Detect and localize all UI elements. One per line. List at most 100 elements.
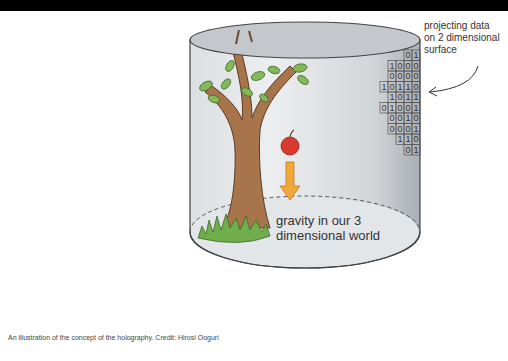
binary-digit-slot: 0 (396, 92, 404, 103)
binary-digit: 1 (388, 61, 396, 72)
note-label: projecting data on 2 dimensional surface (424, 20, 502, 56)
binary-digit-slot: 0 (412, 82, 420, 93)
binary-grid (380, 50, 420, 155)
binary-digit: 0 (412, 61, 420, 72)
binary-digit-slot: 0 (412, 71, 420, 82)
apple-stem (290, 130, 294, 137)
grid-cell (388, 92, 396, 103)
pointer-arrowhead (429, 87, 437, 96)
binary-digit-slot: 0 (396, 71, 404, 82)
grid-cell (404, 61, 412, 72)
binary-digit: 1 (412, 50, 420, 61)
caption-slot: An illustration of the concept of the ho… (8, 333, 408, 342)
binary-digit-slot: 0 (388, 113, 396, 124)
binary-digit: 1 (412, 124, 420, 135)
binary-digit-slot: 1 (396, 134, 404, 145)
grid-cell (388, 61, 396, 72)
gravity-arrow (280, 162, 300, 200)
grid-cell (404, 50, 412, 61)
binary-digit-slot: 0 (388, 124, 396, 135)
binary-digit: 1 (404, 134, 412, 145)
binary-digit-slot: 0 (388, 82, 396, 93)
binary-digit: 0 (396, 61, 404, 72)
cylinder-side (190, 40, 420, 268)
binary-digit-slot: 1 (404, 92, 412, 103)
grid-cell (396, 71, 404, 82)
binary-digit-slot: 0 (404, 50, 412, 61)
grid-cell (412, 50, 420, 61)
binary-digit-slot: 0 (404, 71, 412, 82)
binary-digit: 0 (380, 103, 388, 114)
scene-label: gravity in our 3 dimensional world (276, 213, 386, 243)
grid-cell (396, 124, 404, 135)
binary-digit-slot: 1 (412, 92, 420, 103)
grid-cell (388, 103, 396, 114)
binary-digit: 1 (388, 103, 396, 114)
note-label-slot: projecting data on 2 dimensional surface (424, 20, 502, 56)
grid-cell (412, 82, 420, 93)
binary-digit: 0 (396, 124, 404, 135)
grid-cell (396, 61, 404, 72)
binary-digit: 0 (412, 113, 420, 124)
binary-digit: 0 (388, 71, 396, 82)
grid-cell (388, 124, 396, 135)
tree-trunk (205, 46, 296, 228)
binary-digit-slot: 1 (404, 134, 412, 145)
grid-cell (412, 92, 420, 103)
binary-digit: 1 (404, 92, 412, 103)
grid-cell (412, 61, 420, 72)
cylinder-top (190, 22, 420, 58)
grid-cell (412, 71, 420, 82)
scene-label-slot: gravity in our 3 dimensional world (276, 213, 386, 243)
binary-digit: 0 (396, 92, 404, 103)
binary-digit: 0 (404, 145, 412, 156)
binary-digit-slot: 1 (412, 50, 420, 61)
binary-digit-slot: 0 (396, 61, 404, 72)
grid-cell (380, 82, 388, 93)
caption: An illustration of the concept of the ho… (8, 333, 408, 342)
binary-digit: 0 (404, 103, 412, 114)
grid-cell (396, 134, 404, 145)
binary-digit-slot: 0 (404, 103, 412, 114)
grid-cell (388, 113, 396, 124)
binary-digit-slot: 1 (396, 82, 404, 93)
binary-digit: 0 (396, 71, 404, 82)
grid-cell (412, 124, 420, 135)
binary-digit: 1 (404, 113, 412, 124)
pointer-arrow (430, 66, 478, 92)
binary-digit-slot: 1 (388, 103, 396, 114)
binary-digit-slot: 1 (412, 145, 420, 156)
binary-digit: 0 (412, 71, 420, 82)
binary-digit-slot: 0 (412, 61, 420, 72)
grid-cell (396, 103, 404, 114)
top-bar (0, 0, 508, 11)
grid-cell (404, 145, 412, 156)
grid-cell (396, 113, 404, 124)
binary-digit-slot: 0 (404, 145, 412, 156)
tree-leaves (198, 59, 310, 104)
grid-cell (396, 82, 404, 93)
grid-cell (412, 145, 420, 156)
grid-cell (412, 103, 420, 114)
binary-digit: 1 (412, 103, 420, 114)
binary-digit: 0 (388, 124, 396, 135)
binary-digit: 1 (388, 92, 396, 103)
grid-cell (388, 82, 396, 93)
grid-cell (404, 92, 412, 103)
grid-cell (404, 124, 412, 135)
binary-digit-slot: 1 (412, 103, 420, 114)
binary-digit-slot: 0 (396, 103, 404, 114)
binary-digit: 0 (412, 82, 420, 93)
binary-digit-slot: 0 (396, 113, 404, 124)
grid-cell (412, 113, 420, 124)
binary-digit-slot: 1 (404, 113, 412, 124)
binary-digit-slot: 0 (404, 124, 412, 135)
binary-digit: 0 (404, 61, 412, 72)
binary-digit-slot: 1 (388, 92, 396, 103)
binary-digit-slot: 1 (412, 124, 420, 135)
binary-digit-slot: 1 (380, 82, 388, 93)
grass (198, 214, 270, 243)
binary-digit: 0 (388, 82, 396, 93)
binary-digit-slot: 0 (380, 103, 388, 114)
